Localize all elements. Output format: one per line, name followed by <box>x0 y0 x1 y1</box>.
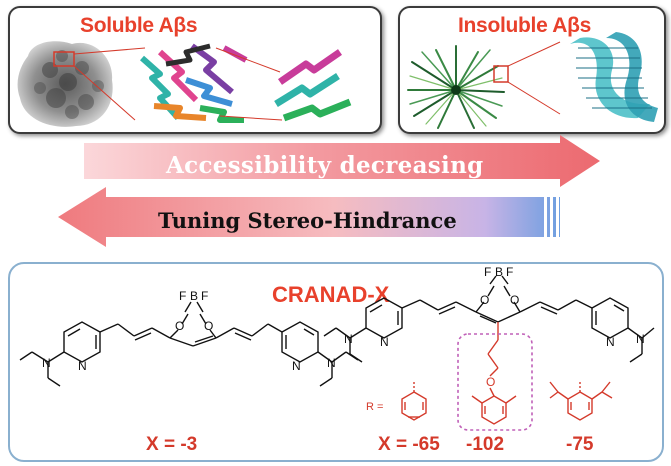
atom-f-1: F <box>179 289 186 303</box>
cranad-structures-panel: CRANAD-X <box>8 262 664 462</box>
atom-n-amine-1: N <box>42 356 51 370</box>
x-value-3: -102 <box>466 434 504 455</box>
zoom-box <box>53 51 75 67</box>
r-substituents <box>401 381 613 425</box>
fibril-zoom-line-top <box>507 41 561 67</box>
highlight-dashed-box <box>457 333 533 431</box>
structures-svg: CRANAD-X <box>19 265 655 455</box>
atom-n-amine-3: N <box>344 332 353 346</box>
x-value-1: X = -3 <box>146 434 197 455</box>
atom-o-1: O <box>175 319 184 333</box>
soluble-title: Soluble Aβs <box>80 14 198 37</box>
cranad-3-atoms: F B F O O N N N N <box>42 289 336 373</box>
stereo-hindrance-arrow <box>58 187 560 247</box>
soluble-abeta-panel: Soluble Aβs <box>8 6 382 134</box>
fibril-starburst-image <box>407 45 505 129</box>
arrow-stripe-1 <box>544 197 547 237</box>
fibril-ribbon-structure <box>570 32 658 122</box>
r-label: R = <box>366 401 383 413</box>
atom-o-4: O <box>510 293 519 307</box>
cranad-x-structure <box>323 275 655 363</box>
atom-f-2: F <box>201 289 208 303</box>
zoom-line-bottom <box>73 65 136 121</box>
zoom-line-top <box>73 47 146 55</box>
atom-n-amine-2: N <box>327 356 336 370</box>
cranad-3-structure <box>19 301 359 387</box>
fibril-zoom-box <box>493 65 509 83</box>
atom-n-pyridine-3: N <box>380 335 389 349</box>
connector-line-bottom <box>219 115 283 121</box>
oligomer-ribbon-structure <box>140 43 248 123</box>
monomer-ribbon-structure <box>274 49 352 122</box>
arrows-layer <box>58 135 600 247</box>
stereo-hindrance-label: Tuning Stereo-Hindrance <box>158 208 457 233</box>
arrow-stripe-3 <box>556 197 559 237</box>
atom-f-4: F <box>506 265 513 279</box>
atom-b-1: B <box>190 289 198 303</box>
insoluble-abeta-panel: Insoluble Aβs <box>398 6 666 134</box>
tem-micrograph-image <box>17 41 113 127</box>
insoluble-illustration <box>407 32 658 129</box>
accessibility-label: Accessibility decreasing <box>166 152 484 179</box>
fibril-zoom-line-bottom <box>507 81 561 115</box>
x-value-4: -75 <box>566 434 594 455</box>
cranad-x-atoms: F B F O O N N N N <box>344 265 645 349</box>
accessibility-arrow <box>84 135 600 187</box>
atom-o-ether: O <box>486 375 495 389</box>
connector-line-top <box>215 47 281 73</box>
atom-n-pyridine-2: N <box>292 359 301 373</box>
x-values: X = -3 X = -65 -102 -75 <box>146 434 594 455</box>
atom-b-2: B <box>495 265 503 279</box>
atom-n-pyridine-1: N <box>78 359 87 373</box>
linker-chain <box>487 322 499 377</box>
cranad-title: CRANAD-X <box>272 282 390 307</box>
atom-n-pyridine-4: N <box>606 335 615 349</box>
arrow-stripe-2 <box>550 197 553 237</box>
insoluble-title: Insoluble Aβs <box>458 14 591 37</box>
atom-f-3: F <box>484 265 491 279</box>
atom-o-2: O <box>204 319 213 333</box>
atom-o-3: O <box>480 293 489 307</box>
atom-n-amine-4: N <box>636 332 645 346</box>
soluble-illustration <box>17 41 352 127</box>
x-value-2: X = -65 <box>378 434 440 455</box>
